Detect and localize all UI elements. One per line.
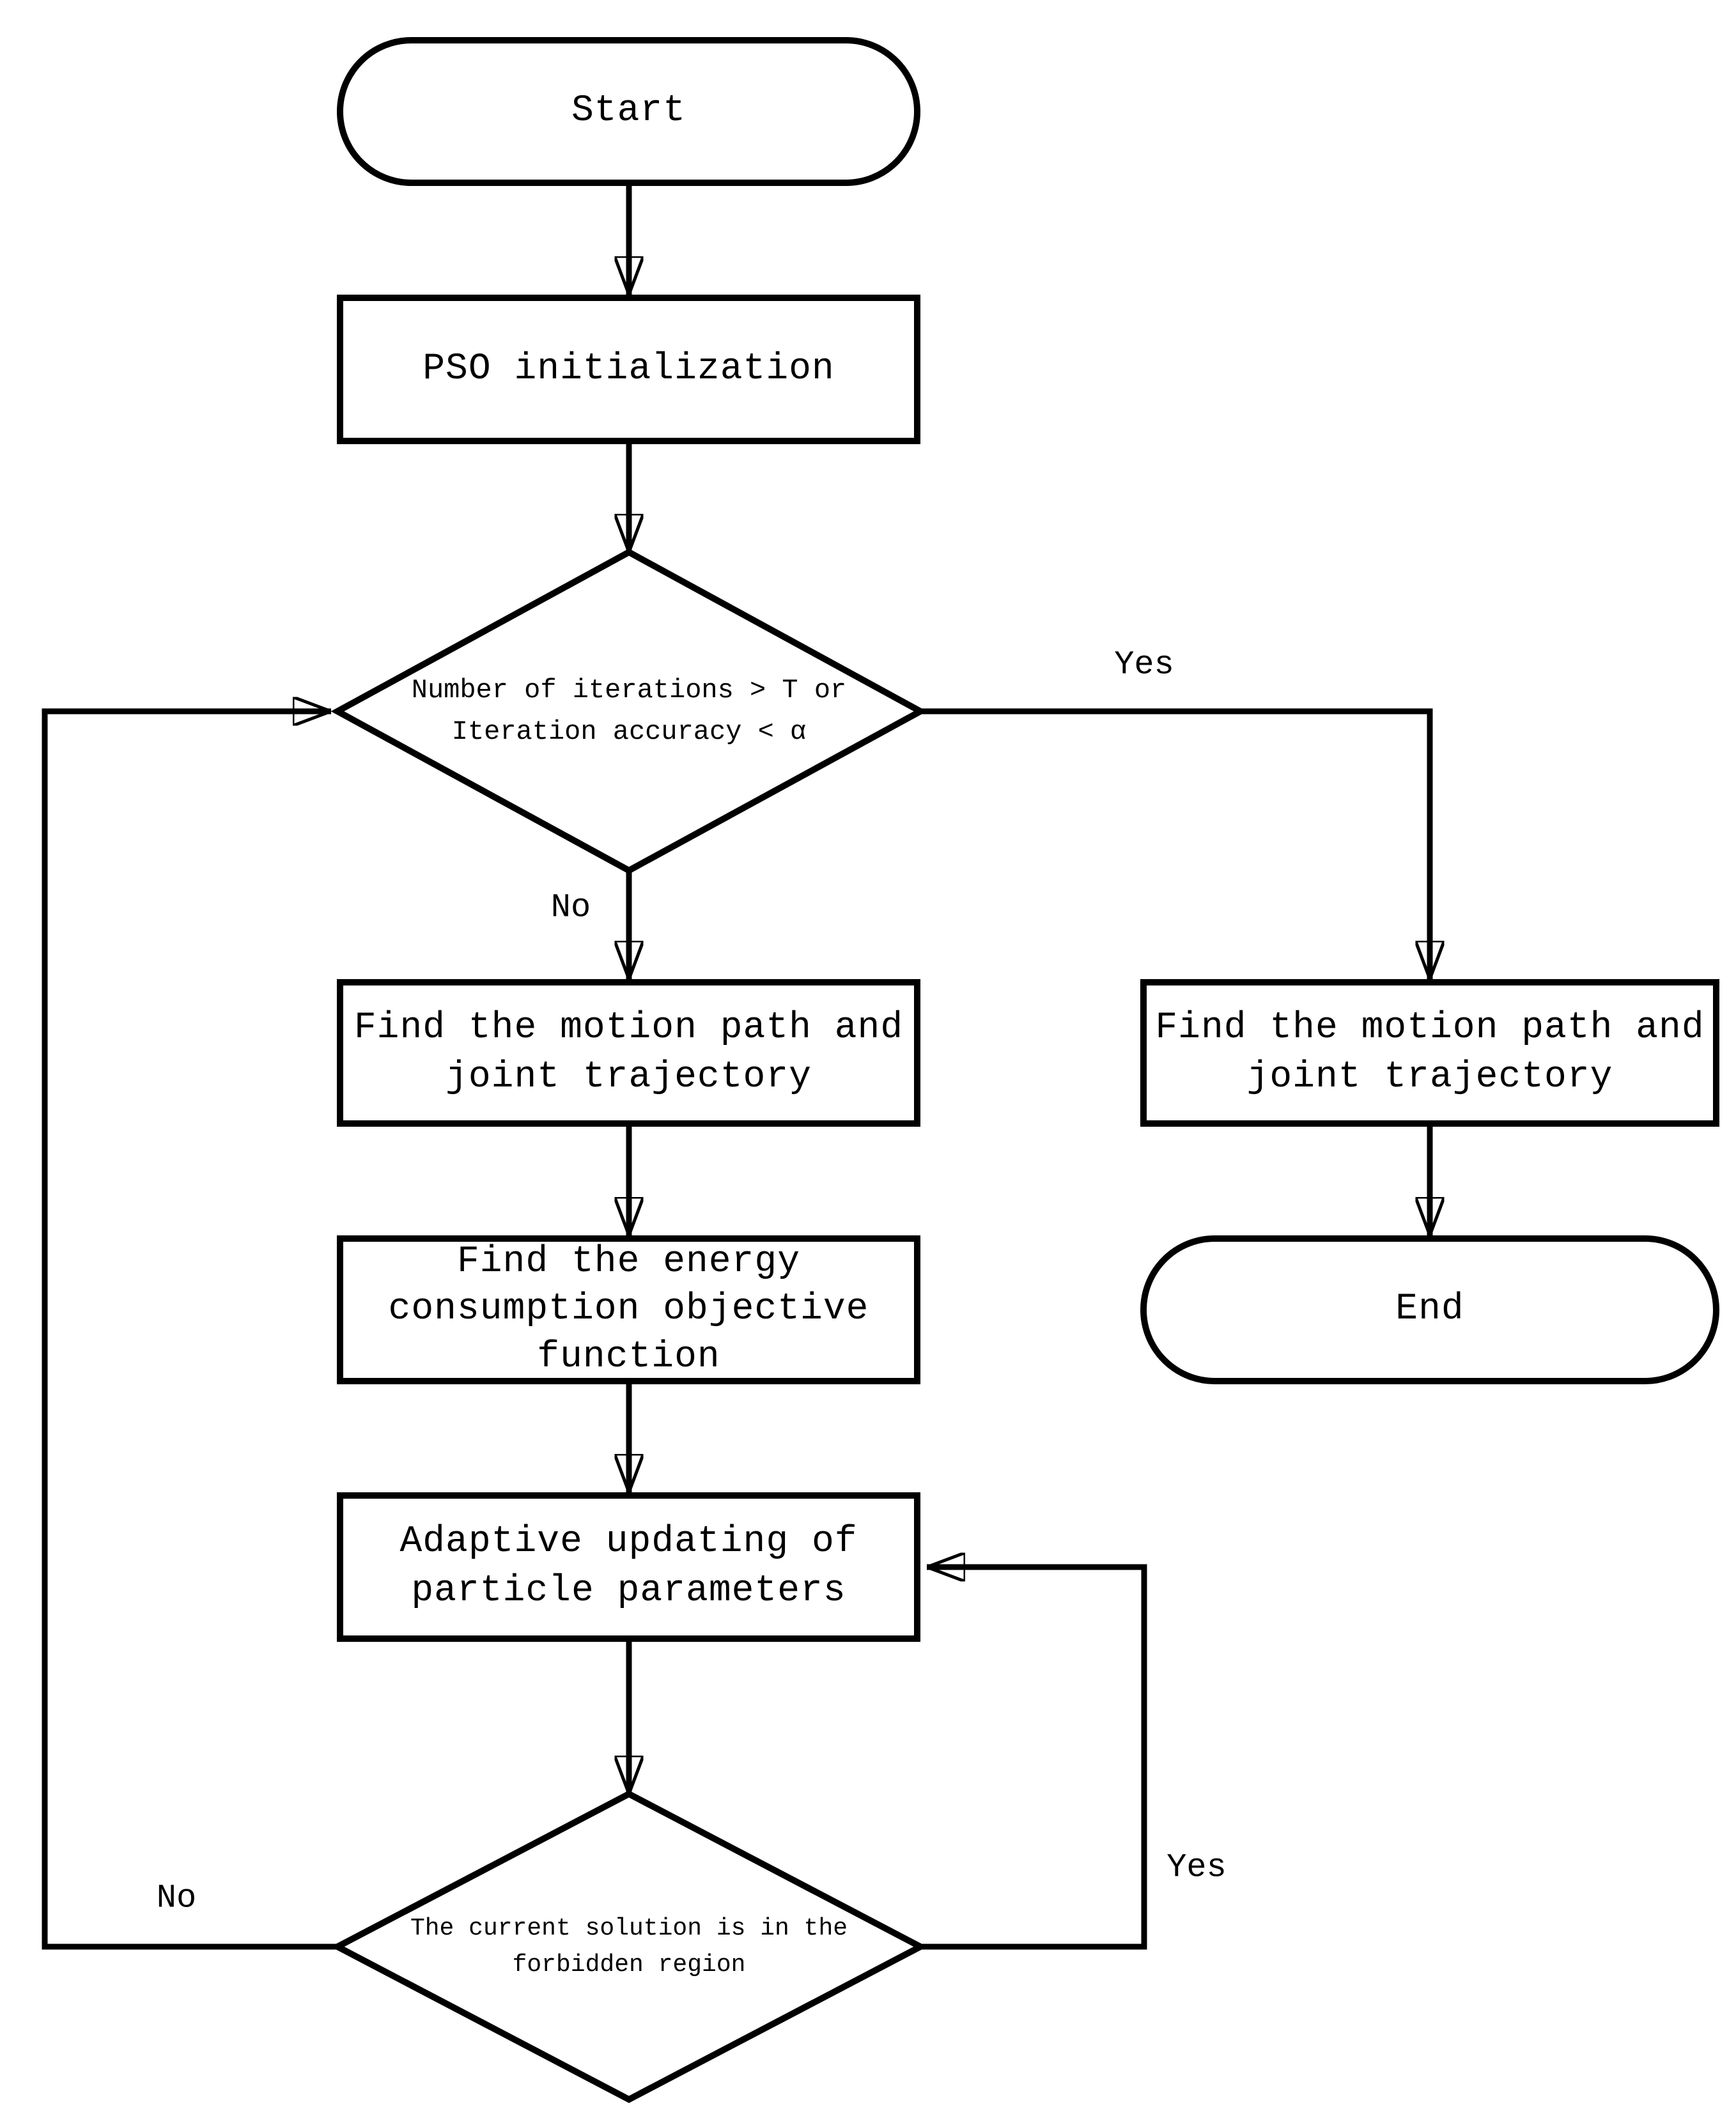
find-motion-path-right-box: Find the motion path and joint trajector… (1140, 979, 1719, 1127)
edge-no-loop-to-iteration-check (42, 711, 337, 1950)
adaptive-updating-box: Adaptive updating of particle parameters (337, 1492, 920, 1642)
edge-yes-loop-to-adaptive (920, 1567, 1147, 1950)
edge-yes-to-find-motion-right (920, 708, 1430, 979)
edge-label-no-loop: No (152, 1879, 201, 1917)
end-terminator: End (1140, 1235, 1719, 1384)
edge-label-no-top: No (546, 888, 595, 927)
start-terminator: Start (337, 37, 920, 186)
energy-objective-box: Find the energy consumption objective fu… (337, 1235, 920, 1384)
edge-label-yes-top: Yes (1110, 645, 1178, 684)
decision-forbidden-shape (330, 1790, 927, 2103)
decision-iteration-label: Number of iterations > T or Iteration ac… (411, 674, 847, 747)
edge-label-yes-loop: Yes (1163, 1848, 1230, 1887)
decision-forbidden-label: The current solution is in the forbidden… (410, 1915, 848, 1979)
find-motion-path-left-box: Find the motion path and joint trajector… (337, 979, 920, 1127)
pso-initialization-box: PSO initialization (337, 295, 920, 444)
